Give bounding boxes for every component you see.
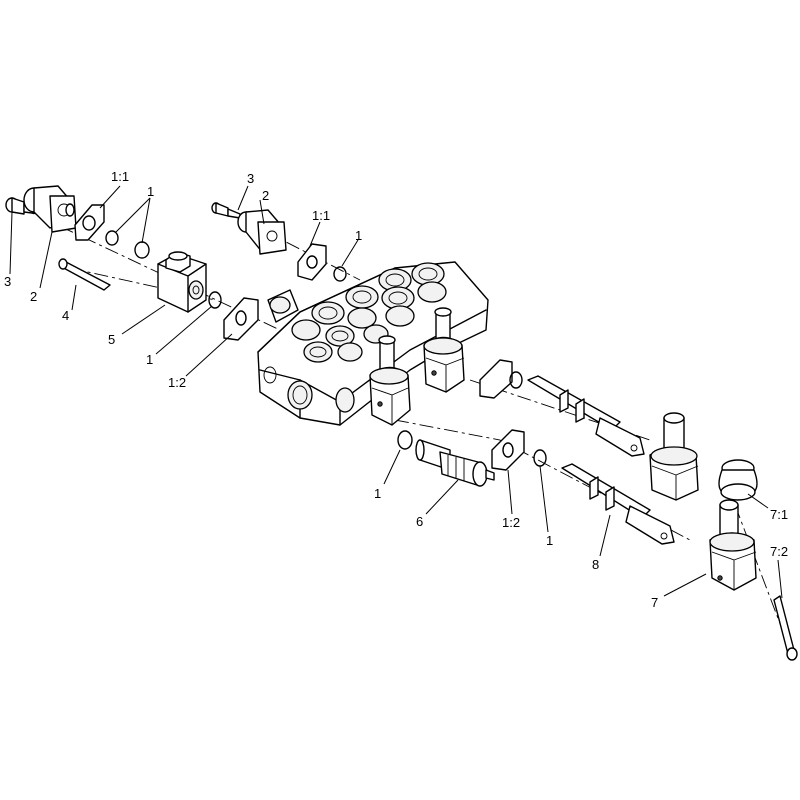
spool-cap-rear (423, 307, 465, 393)
callout-1-left-top: 1 (147, 184, 154, 199)
callout-1-lower: 1 (374, 486, 381, 501)
callout-1-1-center: 1:1 (312, 208, 330, 223)
callout-6: 6 (416, 514, 423, 529)
callout-8: 8 (592, 557, 599, 572)
relief-valve-6 (415, 439, 495, 487)
dust-boot-7-1 (718, 459, 758, 501)
callout-7: 7 (651, 595, 658, 610)
callout-1-left-mid: 1 (146, 352, 153, 367)
callout-1-lower-right: 1 (546, 533, 553, 548)
o-ring-left-mid-1 (208, 291, 222, 309)
callout-2-center: 2 (262, 188, 269, 203)
gasket-center-1-1 (297, 243, 327, 281)
actuator-cap-upper (649, 412, 699, 501)
spool-upper (527, 375, 645, 457)
callout-1-1-left: 1:1 (111, 169, 129, 184)
callout-7-2: 7:2 (770, 544, 788, 559)
o-ring-lower-right-1 (533, 449, 547, 467)
callout-1-2-lower: 1:2 (502, 515, 520, 530)
solenoid-block-left-5 (157, 251, 207, 313)
callout-labels: 3 2 1:1 1 4 5 1 1:2 3 2 1:1 1 1 6 1:2 1 … (4, 169, 788, 610)
callout-5: 5 (108, 332, 115, 347)
gasket-left-1-2 (223, 297, 259, 341)
callout-1-center: 1 (355, 228, 362, 243)
gasket-left-1-1 (74, 204, 105, 241)
o-rings-left-1 (105, 230, 150, 259)
actuator-cap-7 (709, 499, 757, 591)
valve-body (257, 261, 489, 426)
spool-cap-front (369, 335, 411, 426)
gasket-lower-1-2 (491, 429, 525, 471)
solenoid-cap-left-2 (23, 185, 77, 233)
o-ring-lower-1 (397, 430, 413, 450)
leader-lines (9, 185, 783, 599)
rod-left-4 (58, 258, 111, 291)
callout-2-left: 2 (30, 289, 37, 304)
spool-lower-8 (561, 463, 675, 545)
callout-3-center: 3 (247, 171, 254, 186)
bolt-center-3 (211, 202, 241, 219)
callout-4: 4 (62, 308, 69, 323)
o-ring-upper-right (479, 359, 523, 399)
bolt-7-2 (773, 595, 798, 661)
callout-1-2-left: 1:2 (168, 375, 186, 390)
solenoid-cap-center-2 (237, 209, 287, 255)
callout-7-1: 7:1 (770, 507, 788, 522)
callout-3-left: 3 (4, 274, 11, 289)
o-ring-center-1 (333, 266, 347, 282)
